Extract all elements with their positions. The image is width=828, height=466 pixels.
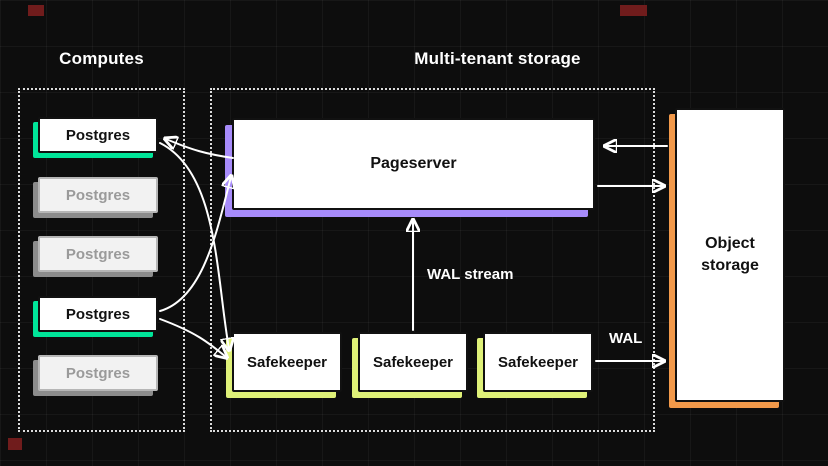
postgres-node-inactive-1: Postgres xyxy=(38,177,158,213)
safekeeper-node-2: Safekeeper xyxy=(358,332,468,392)
decor-red-pixel-top-left xyxy=(28,5,44,16)
computes-heading: Computes xyxy=(59,49,144,68)
postgres-node-inactive-3: Postgres xyxy=(38,355,158,391)
decor-red-pixel-top-right xyxy=(620,5,647,16)
postgres-node-active-2: Postgres xyxy=(38,296,158,332)
wal-label: WAL xyxy=(609,330,643,347)
postgres-node-active-1: Postgres xyxy=(38,117,158,153)
postgres-node-inactive-2: Postgres xyxy=(38,236,158,272)
multi-tenant-storage-heading: Multi-tenant storage xyxy=(414,49,581,68)
safekeeper-node-3: Safekeeper xyxy=(483,332,593,392)
pageserver-node: Pageserver xyxy=(232,118,595,210)
decor-red-pixel-bottom-left xyxy=(8,438,22,450)
wal-stream-label: WAL stream xyxy=(427,266,514,283)
safekeeper-node-1: Safekeeper xyxy=(232,332,342,392)
object-storage-node: Object storage xyxy=(675,108,785,402)
